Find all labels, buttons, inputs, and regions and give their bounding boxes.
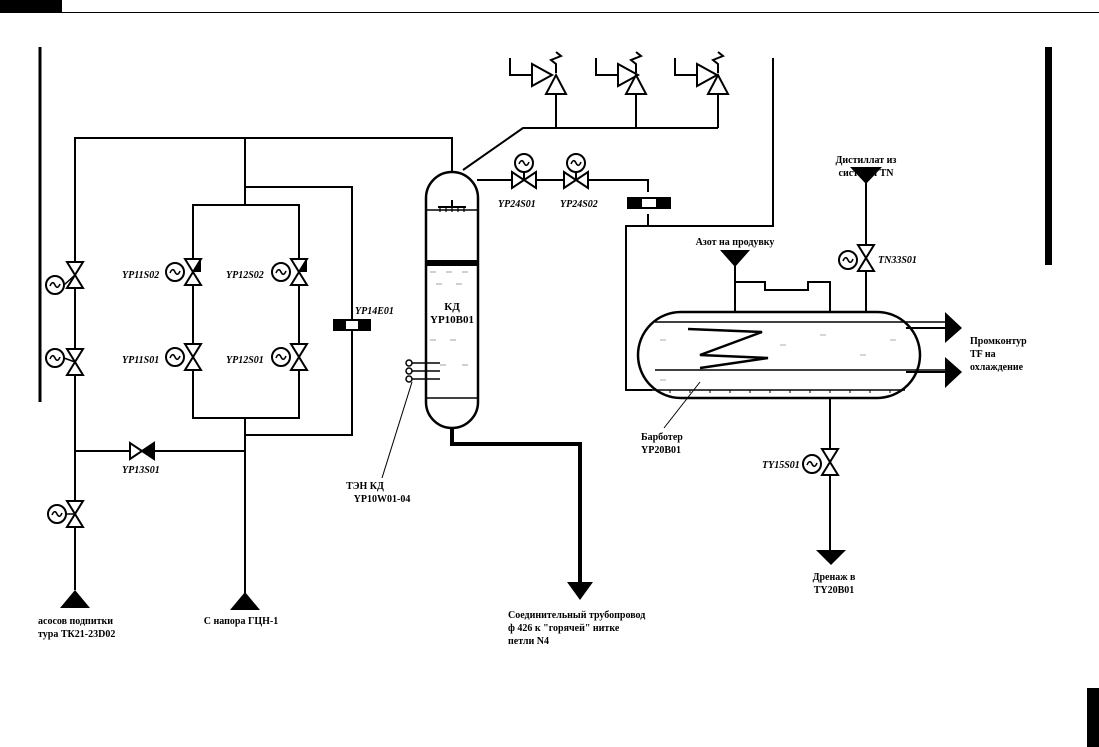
makeup-label-2: тура ТК21-23D02	[38, 629, 115, 640]
label-yp12s01: YP12S01	[226, 355, 264, 366]
pressurizer-name: КД	[444, 301, 460, 313]
valve-ty15s01[interactable]	[802, 448, 839, 476]
valve-yp24s02[interactable]	[563, 153, 589, 190]
safety-valve-3	[696, 51, 730, 95]
element-yp14e01	[333, 319, 371, 331]
pipe-label-1: Соединительный трубопровод	[508, 610, 645, 621]
bubbler-name: Барботер	[641, 432, 683, 443]
valve-yp12s02[interactable]	[271, 258, 308, 286]
distillate-label-2: системы TN	[839, 168, 895, 179]
relief-line-orifice	[627, 197, 671, 209]
distillate-label-1: Дистиллат из	[836, 155, 897, 166]
drain-label-1: Дренаж в	[813, 572, 856, 583]
pressurizer-code: YP10B01	[430, 314, 474, 326]
valve-yp11s01[interactable]	[165, 343, 202, 371]
label-yp24s02: YP24S02	[560, 199, 598, 210]
promcontour-label-3: охлаждение	[970, 362, 1024, 373]
label-ty15s01: TY15S01	[762, 460, 800, 471]
valve-tn33s01[interactable]	[838, 244, 875, 272]
pipe-label-2: ф 426 к "горячей" нитке	[508, 623, 620, 634]
surge-line	[450, 428, 582, 582]
bubbler-code: YP20B01	[641, 445, 681, 456]
pipe-label-3: петли N4	[508, 636, 549, 647]
label-yp13s01: YP13S01	[122, 465, 160, 476]
safety-valve-1	[531, 51, 568, 95]
valve-yp11s02[interactable]	[165, 258, 202, 286]
promcontour-label-1: Промконтур	[970, 336, 1027, 347]
pressurizer-vessel	[424, 170, 480, 430]
label-yp24s01: YP24S01	[498, 199, 536, 210]
heaters-code: YP10W01-04	[354, 494, 411, 505]
makeup-valve-upper[interactable]	[45, 261, 84, 295]
valve-yp13s01[interactable]	[129, 441, 155, 461]
flow-arrows	[60, 167, 962, 610]
label-yp11s02: YP11S02	[122, 270, 159, 281]
label-yp14e01: YP14E01	[355, 306, 394, 317]
valve-yp12s01[interactable]	[271, 343, 308, 371]
gcn-label: С напора ГЦН-1	[204, 616, 278, 627]
valve-yp24s01[interactable]	[511, 153, 537, 190]
labels: YP11S02 YP12S02 YP11S01 YP12S01 YP13S01 …	[38, 155, 1027, 647]
drain-label-2: TY20B01	[814, 585, 855, 596]
label-yp12s02: YP12S02	[226, 270, 264, 281]
makeup-valve-lower[interactable]	[47, 500, 84, 528]
makeup-label-1: асосов подпитки	[38, 616, 113, 627]
heater-terminals	[381, 359, 440, 479]
promcontour-label-2: TF на	[970, 349, 996, 360]
nitrogen-label: Азот на продувку	[696, 237, 775, 248]
label-tn33s01: TN33S01	[878, 255, 917, 266]
heaters-name: ТЭН КД	[346, 481, 384, 492]
bubbler-tank	[636, 281, 948, 429]
makeup-valve-middle[interactable]	[45, 348, 84, 376]
label-yp11s01: YP11S01	[122, 355, 159, 366]
safety-valve-2	[617, 51, 648, 95]
